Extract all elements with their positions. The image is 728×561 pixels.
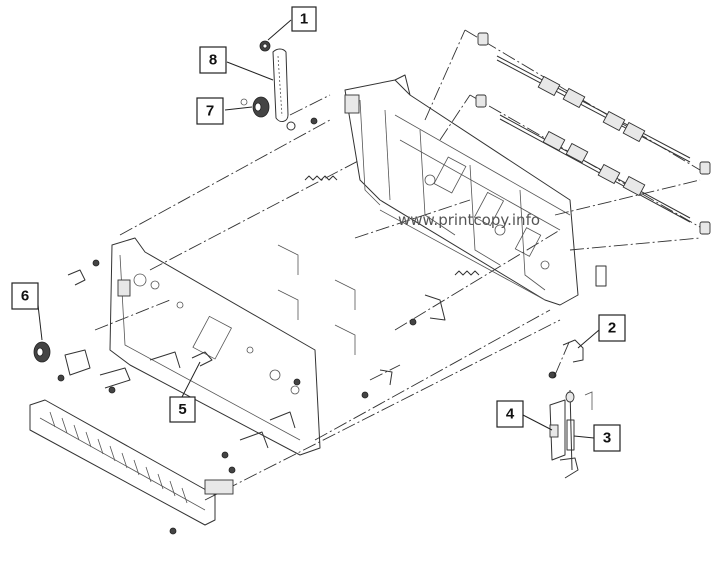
callout-6-label: 6 [21, 288, 29, 305]
brackets [67, 269, 446, 449]
callout-1: 1 [291, 6, 317, 32]
screws [57, 117, 557, 535]
callout-4: 4 [496, 400, 524, 428]
gear-part-7 [240, 96, 270, 118]
callout-5: 5 [169, 396, 196, 423]
watermark-text: www.printcopy.info [398, 211, 540, 229]
gear-part-6 [33, 341, 91, 376]
feed-rollers [475, 32, 711, 235]
callout-5-label: 5 [178, 401, 186, 418]
paper-guide [29, 399, 234, 526]
callout-7-label: 7 [206, 103, 214, 120]
callout-3-label: 3 [603, 430, 611, 447]
callout-8: 8 [199, 46, 227, 74]
main-frame [344, 74, 607, 306]
springs [304, 175, 480, 276]
callout-3: 3 [593, 424, 621, 452]
timing-belt-part-8 [272, 48, 296, 131]
callout-8-label: 8 [209, 52, 217, 69]
callout-1-label: 1 [300, 11, 308, 28]
bracket-part-5 [191, 351, 213, 367]
callout-2-label: 2 [608, 320, 616, 337]
callout-4-label: 4 [506, 406, 515, 423]
gear-small-part-1 [259, 40, 271, 52]
callout-6: 6 [11, 282, 39, 310]
leader-lines [37, 19, 600, 439]
sensor-assembly-parts-2-3-4 [548, 339, 593, 479]
callout-7: 7 [196, 97, 224, 125]
left-side-plate [109, 237, 321, 456]
callout-2: 2 [598, 314, 626, 342]
film-sheets [277, 244, 356, 355]
